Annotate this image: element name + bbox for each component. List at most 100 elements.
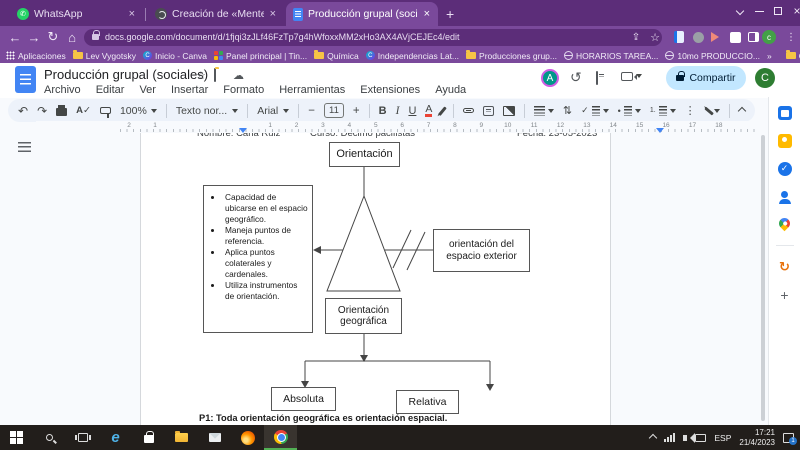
indent-marker[interactable] — [239, 128, 247, 137]
edge-icon[interactable]: e — [111, 429, 120, 446]
extension-docs-offline-icon[interactable] — [672, 30, 686, 44]
menu-extensiones[interactable]: Extensiones — [360, 84, 421, 96]
editing-mode-select[interactable] — [704, 106, 720, 116]
numbered-list-select[interactable]: 1. — [650, 105, 676, 116]
get-addons-plus-icon[interactable]: + — [780, 286, 789, 303]
tab-whatsapp[interactable]: ✆ WhatsApp × — [10, 2, 143, 26]
isoordinates-box[interactable]: Capacidad de ubicarse en el espacio geog… — [203, 185, 313, 333]
contacts-icon[interactable] — [777, 189, 792, 204]
battery-icon[interactable] — [695, 433, 707, 442]
language-indicator[interactable]: ESP — [714, 432, 732, 443]
font-size-decrease[interactable]: − — [308, 104, 315, 117]
bookmarks-overflow-chevron[interactable]: » — [767, 50, 772, 61]
paragraph-style-select[interactable]: Texto nor... — [176, 105, 239, 117]
document-title[interactable]: Producción grupal (sociales) — [44, 67, 209, 82]
comments-icon[interactable] — [596, 71, 598, 85]
spell-check-icon[interactable]: A✓ — [76, 105, 91, 116]
subdivision-box-relativa[interactable]: Relativa — [396, 390, 459, 414]
tab-close-icon[interactable]: × — [128, 8, 135, 20]
collapse-toolbar-icon[interactable] — [737, 105, 747, 117]
tab-close-icon[interactable]: × — [269, 8, 276, 20]
hidden-icons-chevron[interactable] — [649, 433, 658, 442]
store-icon[interactable] — [132, 425, 165, 450]
browser-menu-kebab-icon[interactable]: ⋮ — [786, 31, 796, 43]
align-select[interactable] — [533, 105, 554, 116]
proposition-text[interactable]: P1: Toda orientación geográfica es orien… — [199, 413, 448, 423]
extension-arrow-icon[interactable] — [710, 30, 724, 44]
bookmark-item[interactable]: Panel principal | Tin... — [213, 51, 307, 61]
browser-profile-avatar[interactable]: c — [762, 30, 776, 44]
subdivision-box-absoluta[interactable]: Absoluta — [271, 387, 336, 411]
menu-formato[interactable]: Formato — [223, 84, 265, 96]
toolbar-more-kebab-icon[interactable]: ⋮ — [684, 105, 696, 117]
chrome-icon[interactable] — [264, 425, 297, 450]
bookmark-item[interactable]: Producciones grup... — [466, 50, 557, 61]
account-avatar[interactable]: C — [755, 68, 775, 88]
mail-icon[interactable] — [198, 425, 231, 450]
move-to-folder-icon[interactable] — [214, 68, 216, 82]
font-size-value[interactable]: 11 — [323, 103, 344, 118]
video-call-icon[interactable] — [621, 72, 642, 81]
address-bar[interactable]: docs.google.com/document/d/1fjqi3zJLf46F… — [84, 28, 662, 46]
add-comment-icon[interactable] — [482, 105, 494, 116]
zoom-select[interactable]: 100% — [120, 105, 157, 117]
version-history-icon[interactable]: ↺ — [570, 69, 582, 85]
other-bookmarks[interactable]: Otros marcadores — [785, 50, 800, 61]
firefox-icon[interactable] — [231, 425, 264, 450]
clock[interactable]: 17:21 21/4/2023 — [739, 428, 775, 448]
start-button[interactable] — [0, 425, 33, 450]
menu-archivo[interactable]: Archivo — [44, 84, 81, 96]
vertical-scrollbar[interactable] — [761, 135, 765, 421]
bulleted-list-select[interactable]: • — [618, 105, 641, 116]
paint-format-icon[interactable] — [99, 107, 111, 118]
bookmark-item[interactable]: 10mo PRODUCCIO... — [665, 51, 760, 61]
menu-herramientas[interactable]: Herramientas — [279, 84, 346, 96]
list-item[interactable]: Aplica puntos colaterales y cardenales. — [223, 247, 308, 280]
extension-grey-icon[interactable] — [691, 30, 705, 44]
list-item[interactable]: Maneja puntos de referencia. — [223, 225, 308, 247]
bookmark-apps[interactable]: Aplicaciones — [6, 51, 66, 61]
doc-field-fecha[interactable]: Fecha: 23-05-2023 — [517, 133, 598, 139]
tab-produccion-grupal[interactable]: Producción grupal (sociales) - D × — [286, 2, 438, 26]
taskbar-search-icon[interactable] — [33, 425, 66, 450]
print-icon[interactable] — [56, 105, 68, 116]
document-canvas[interactable]: Nombre: Carla Ruiz Curso: Décimo pacifis… — [0, 133, 768, 425]
home-icon[interactable]: ⌂ — [68, 29, 76, 45]
underline-icon[interactable]: U — [408, 104, 417, 117]
google-docs-logo[interactable] — [15, 66, 36, 93]
new-tab-button[interactable]: + — [446, 6, 455, 22]
tab-mentefacto[interactable]: Creación de «Mentefacto orienta × — [148, 2, 284, 26]
bold-icon[interactable]: B — [378, 104, 387, 117]
window-close-button[interactable]: × — [793, 4, 800, 18]
bookmark-item[interactable]: Lev Vygotsky — [72, 50, 136, 61]
url-text[interactable]: docs.google.com/document/d/1fjqi3zJLf46F… — [105, 32, 460, 42]
concept-box-orientacion-geografica[interactable]: Orientación geográfica — [325, 298, 402, 334]
line-spacing-icon[interactable]: ⇅ — [562, 105, 573, 117]
tab-search-icon[interactable] — [731, 0, 749, 22]
bookmark-item[interactable]: Química — [314, 50, 359, 61]
menu-editar[interactable]: Editar — [95, 84, 125, 96]
side-panel-toggle-icon[interactable] — [746, 30, 760, 44]
italic-icon[interactable]: I — [395, 104, 400, 117]
exclusion-box[interactable]: orientación del espacio exterior — [433, 229, 530, 272]
network-signal-icon[interactable] — [664, 433, 676, 442]
reload-icon[interactable]: ↻ — [47, 29, 59, 44]
collaborator-avatar[interactable]: A — [541, 69, 559, 87]
bookmark-star-icon[interactable]: ☆ — [650, 31, 660, 44]
tab-close-icon[interactable]: × — [423, 8, 430, 20]
highlight-color-icon[interactable] — [438, 105, 447, 116]
font-select[interactable]: Arial — [257, 105, 290, 117]
checklist-select[interactable]: ✓ — [581, 105, 609, 116]
maps-icon[interactable] — [776, 215, 793, 232]
list-item[interactable]: Utiliza instrumentos de orientación. — [223, 280, 308, 302]
doc-field-nombre[interactable]: Nombre: Carla Ruiz — [197, 133, 281, 139]
concept-box-orientacion[interactable]: Orientación — [329, 142, 400, 167]
volume-icon[interactable] — [683, 432, 696, 443]
share-button[interactable]: Compartir — [666, 66, 746, 90]
insert-image-icon[interactable] — [502, 105, 515, 116]
file-explorer-icon[interactable] — [165, 425, 198, 450]
window-minimize-button[interactable] — [750, 0, 768, 22]
undo-icon[interactable]: ↶ — [18, 103, 29, 118]
